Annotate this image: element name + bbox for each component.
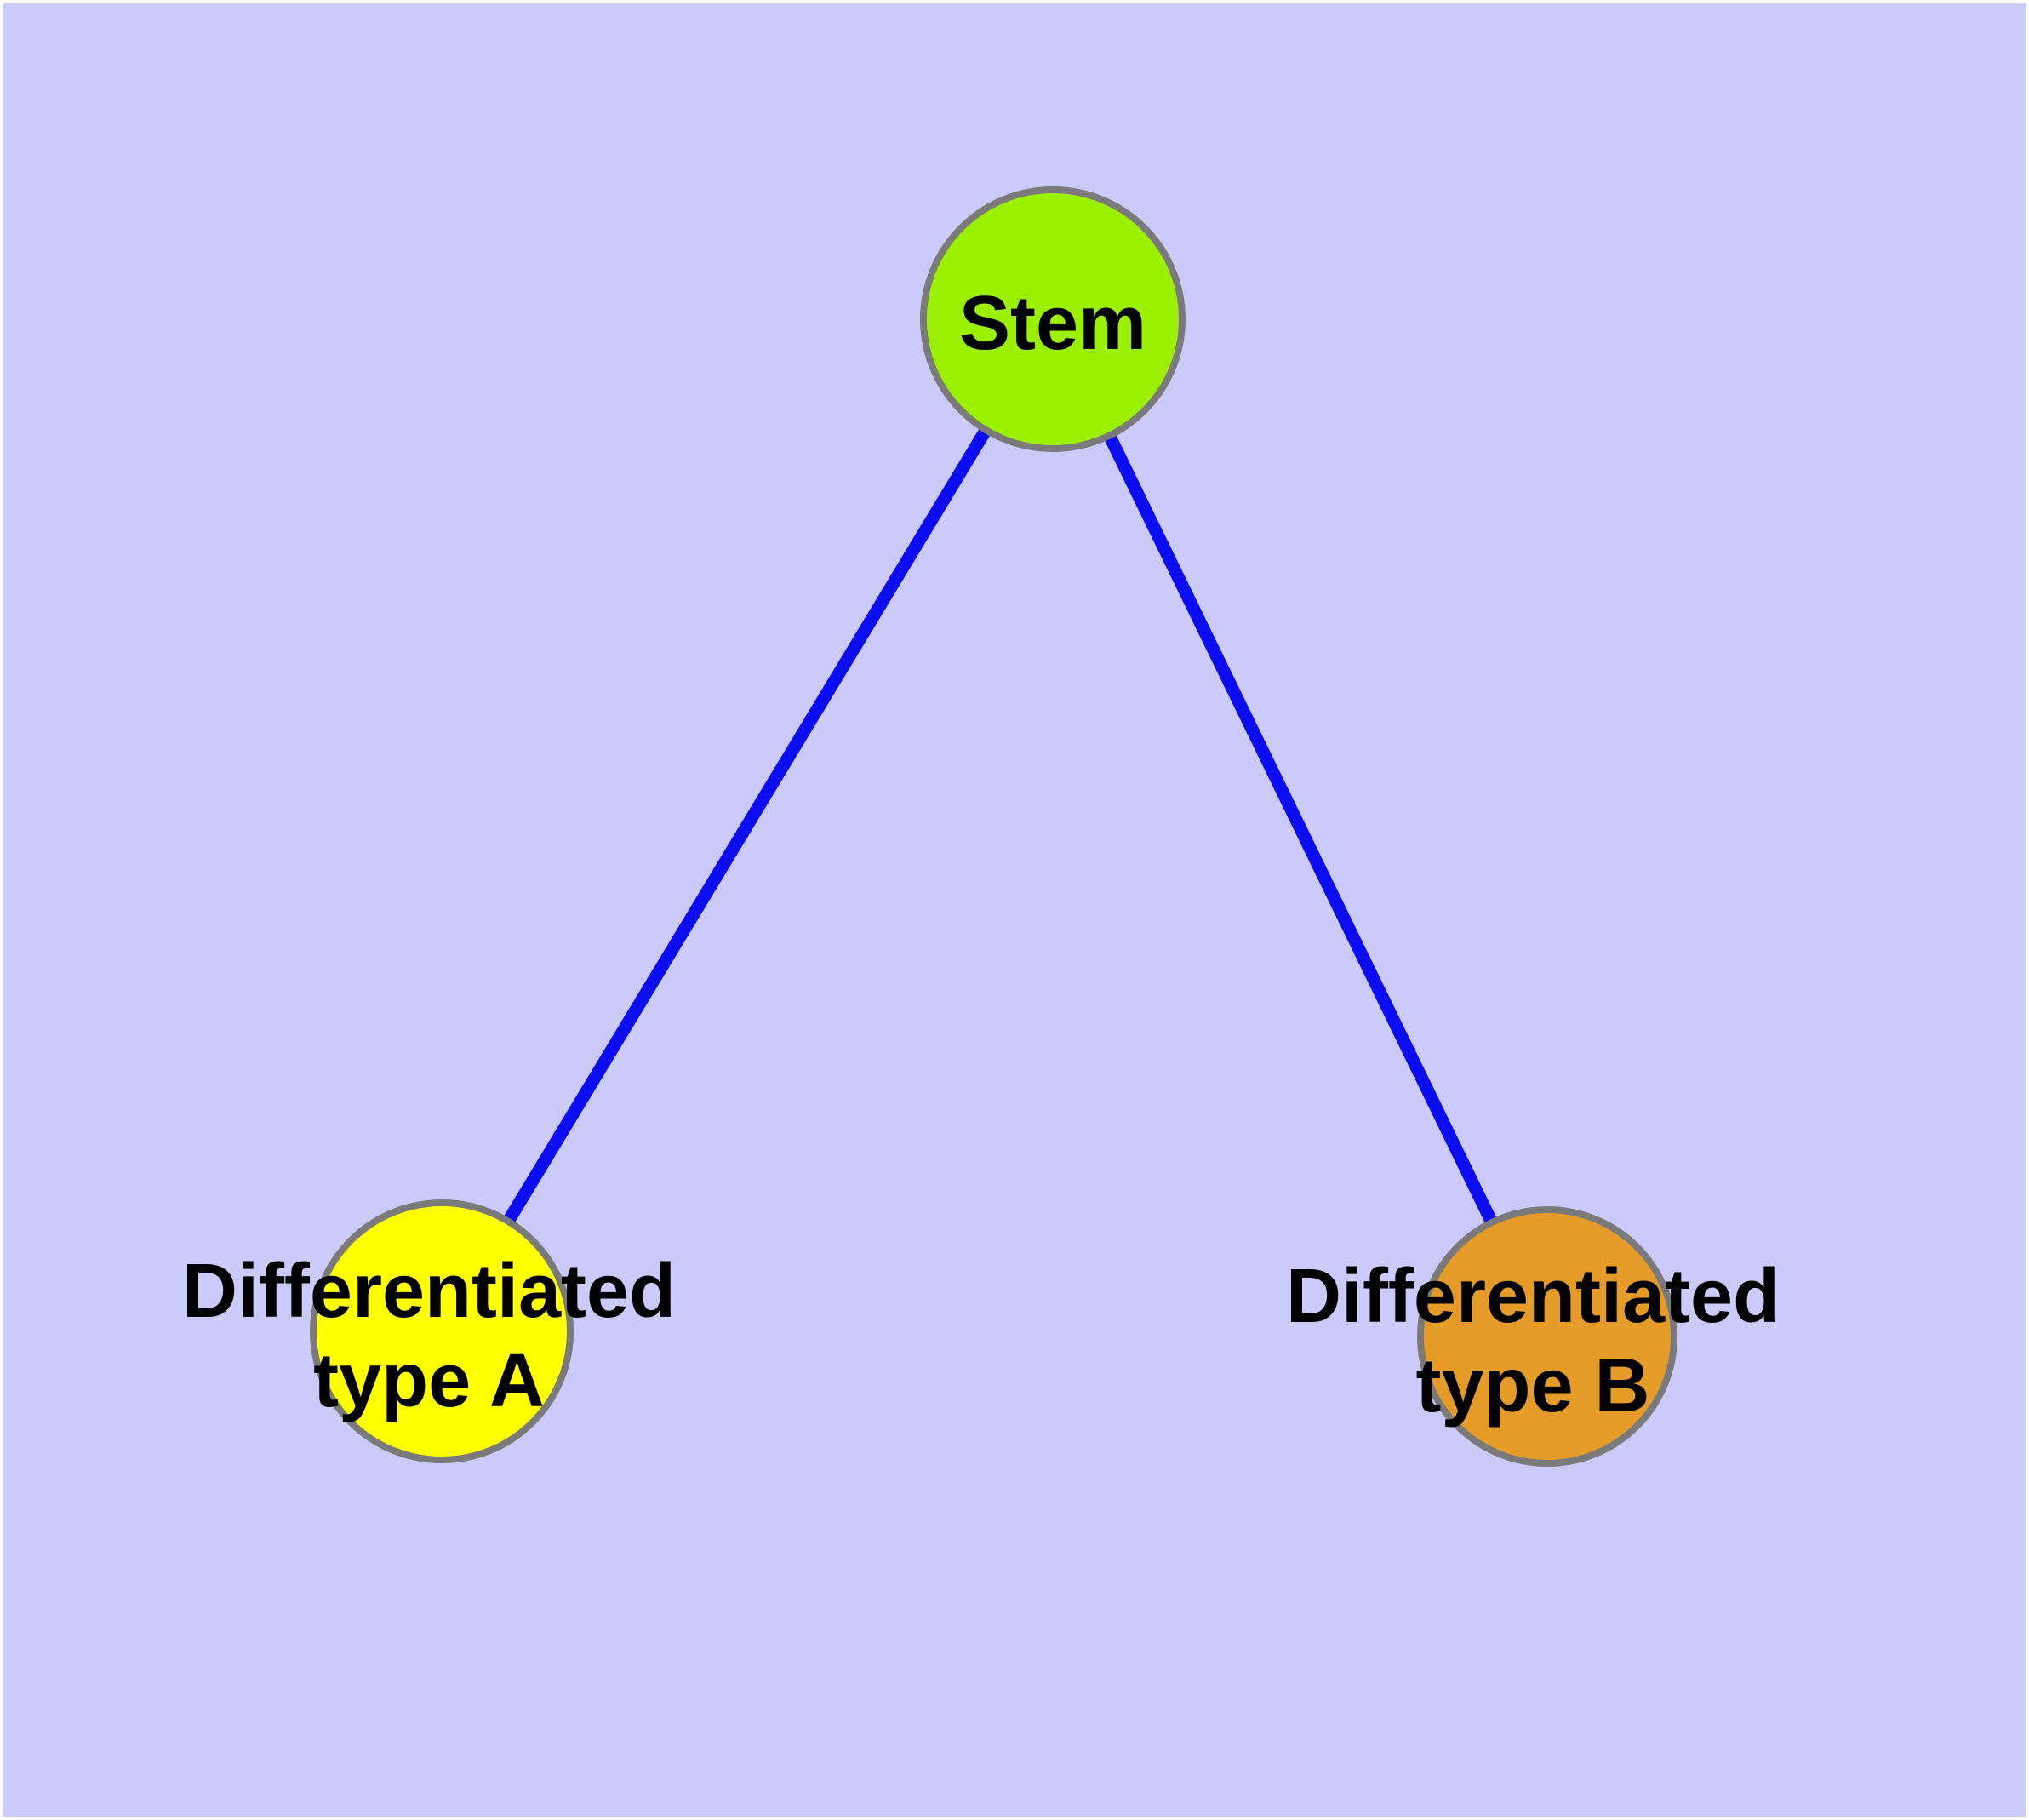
node-stem: Stem	[920, 186, 1186, 452]
type-a-node-label-line2: type A	[313, 1338, 545, 1423]
edge-stem-to-type-b	[1047, 316, 1553, 1340]
type-b-node-circle	[1417, 1206, 1677, 1467]
type-b-node-label-line2: type B	[1415, 1343, 1649, 1428]
stem-node-circle	[920, 186, 1186, 452]
type-b-node-label-line1: Differentiated	[1286, 1254, 1780, 1339]
edge-stem-to-type-a	[436, 316, 1059, 1335]
edge-group	[436, 316, 1553, 1340]
node-differentiated-type-a: Differentiated type A	[182, 1199, 676, 1463]
node-differentiated-type-b: Differentiated type B	[1286, 1206, 1780, 1467]
type-a-node-circle	[310, 1199, 574, 1463]
stem-node-label: Stem	[959, 281, 1146, 366]
type-a-node-label-line1: Differentiated	[182, 1249, 676, 1334]
